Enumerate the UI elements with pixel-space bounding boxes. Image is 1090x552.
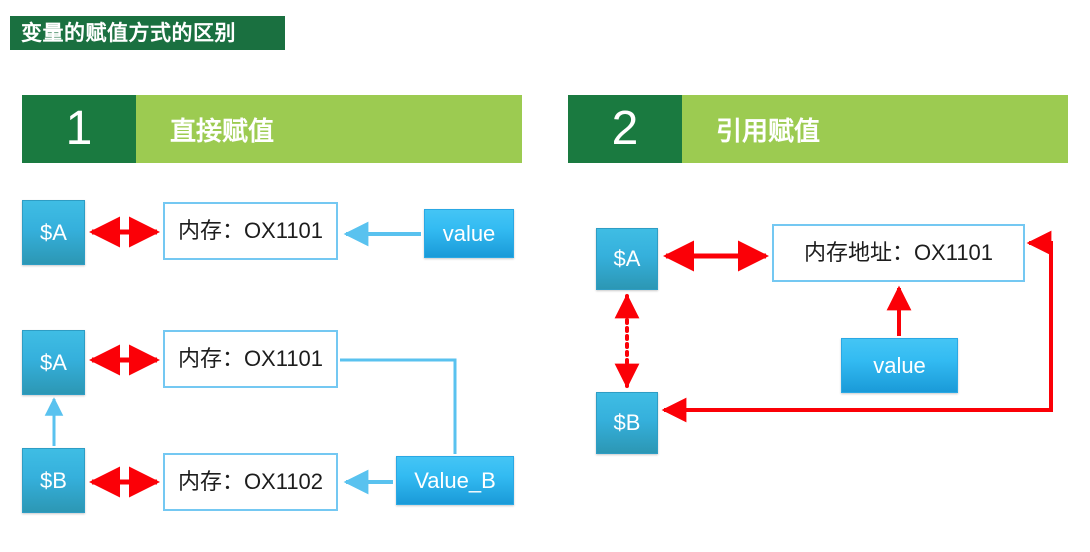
left-mem-a-mid-label: 内存：OX1101 — [177, 346, 324, 371]
left-var-box-a-mid: $A — [22, 330, 85, 395]
section-label-1: 直接赋值 — [170, 115, 275, 146]
section-number-1: 1 — [22, 95, 136, 163]
section-header-2: 2 引用赋值 — [568, 95, 1068, 163]
right-value-label: value — [873, 352, 926, 378]
left-mem-b-label: 内存：OX1102 — [177, 469, 324, 494]
left-connector-mem-to-valueb — [340, 358, 457, 454]
left-mem-box-a-mid: 内存：OX1101 — [163, 330, 338, 388]
section-label-box-2: 引用赋值 — [682, 95, 1068, 163]
right-var-box-a: $A — [596, 228, 658, 290]
left-value-box-b: Value_B — [396, 456, 514, 505]
right-mem-address-box: 内存地址：OX1101 — [772, 224, 1025, 282]
left-value-top-label: value — [442, 220, 496, 246]
left-mem-box-b: 内存：OX1102 — [163, 453, 338, 511]
left-var-a-mid-label: $A — [40, 349, 67, 375]
section-header-1: 1 直接赋值 — [22, 95, 522, 163]
left-var-box-b: $B — [22, 448, 85, 513]
left-var-a-top-label: $A — [40, 219, 67, 245]
left-mem-a-top-label: 内存：OX1101 — [177, 218, 324, 243]
left-value-box-top: value — [424, 209, 514, 258]
left-var-b-label: $B — [40, 467, 67, 493]
section-label-2: 引用赋值 — [716, 115, 821, 146]
page-title: 变量的赋值方式的区别 — [21, 21, 236, 45]
section-label-box-1: 直接赋值 — [136, 95, 522, 163]
right-var-b-label: $B — [613, 410, 641, 435]
left-var-box-a-top: $A — [22, 200, 85, 265]
right-var-box-b: $B — [596, 392, 658, 454]
left-mem-box-a-top: 内存：OX1101 — [163, 202, 338, 260]
right-value-box: value — [841, 338, 958, 393]
right-var-a-label: $A — [613, 246, 641, 271]
section-number-2: 2 — [568, 95, 682, 163]
right-mem-address-label: 内存地址：OX1101 — [803, 240, 994, 265]
page-title-banner: 变量的赋值方式的区别 — [10, 16, 285, 50]
left-value-b-label: Value_B — [414, 467, 496, 493]
